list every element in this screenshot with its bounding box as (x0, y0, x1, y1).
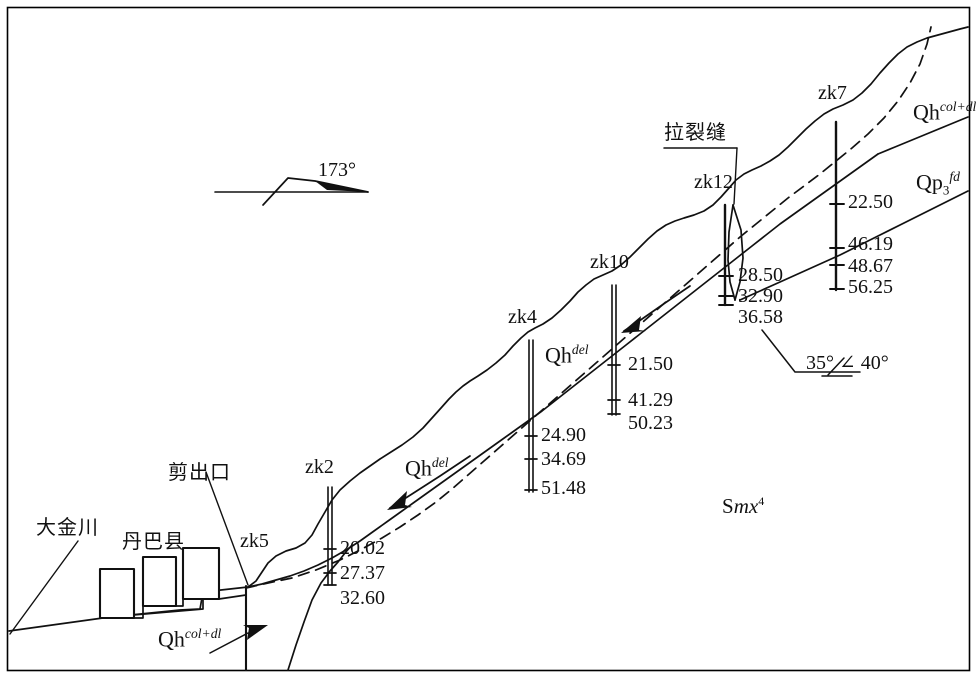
depth-zk10-3: 50.23 (628, 412, 673, 434)
stratum-qh-col-dl-right-main: Qh (913, 99, 940, 125)
gully-line-left (287, 552, 346, 671)
stratum-smx4-italic: mx (733, 494, 759, 518)
gully-line-right (344, 544, 353, 554)
tension-crack-shape-2 (727, 204, 736, 301)
stratum-qp3-fd-sup: fd (949, 169, 960, 184)
stratum-label-qh-col-dl-right: Qhcol+dl (913, 100, 976, 123)
qh-col-dl-left-arrowhead (243, 625, 268, 640)
depth-zk7-2: 46.19 (848, 233, 893, 255)
building-3 (181, 546, 221, 601)
stratum-label-qh-del-lower: Qhdel (405, 456, 449, 479)
depth-zk10-1: 21.50 (628, 353, 673, 375)
depth-zk12-1: 28.50 (738, 264, 783, 286)
depth-zk2-1: 20.02 (340, 537, 385, 559)
stratum-smx4-sup: 4 (758, 494, 765, 508)
strike-symbol-wedge (315, 181, 368, 192)
building-ledge-1 (133, 605, 177, 619)
borehole-label-zk2: zk2 (305, 456, 334, 478)
upper-bedrock-contact-line (877, 116, 969, 155)
dip-angle-label: 35° ∠ 40° (806, 352, 889, 374)
borehole-label-zk4: zk4 (508, 306, 537, 328)
stratum-label-qh-del-upper: Qhdel (545, 343, 589, 366)
stratum-qh-del-upper-main: Qh (545, 342, 572, 368)
borehole-zk12 (718, 203, 734, 307)
tension-crack-leader-line (733, 147, 738, 205)
stratum-smx4-prefix: S (722, 494, 734, 518)
stratum-qh-del-lower-sup: del (431, 455, 449, 470)
depth-zk12-3: 36.58 (738, 306, 783, 328)
stratum-label-qh-col-dl-left: Qhcol+dl (158, 627, 221, 650)
borehole-label-zk10: zk10 (590, 251, 629, 273)
stratum-qp3-fd-main: Qp (916, 169, 943, 195)
borehole-zk7 (829, 120, 845, 292)
stratum-qh-col-dl-left-main: Qh (158, 626, 185, 652)
stratum-label-smx4: Smx4 (722, 495, 764, 517)
figure-border (6, 6, 971, 672)
dip-leader-line (761, 329, 861, 373)
shear-outlet-leader-line (205, 471, 249, 586)
building-1 (98, 567, 136, 620)
tension-crack-shape (732, 204, 744, 301)
depth-zk4-3: 51.48 (541, 477, 586, 499)
depth-zk10-2: 41.29 (628, 389, 673, 411)
borehole-zk10 (607, 284, 621, 416)
borehole-label-zk5: zk5 (240, 530, 269, 552)
borehole-label-zk12: zk12 (694, 171, 733, 193)
river-leader-line (9, 540, 79, 635)
label-dajin-river: 大金川 (36, 515, 99, 539)
depth-zk2-2: 27.37 (340, 562, 385, 584)
dip-angle-glyph (827, 357, 845, 376)
bedrock-contact-line (739, 190, 969, 301)
borehole-zk4 (524, 339, 538, 493)
depth-zk4-1: 24.90 (541, 424, 586, 446)
bedrock-surface-line (247, 153, 879, 588)
slip-surface-dashed (245, 26, 932, 589)
stratum-label-qp3-fd: Qp3fd (916, 170, 960, 197)
label-tension-crack: 拉裂缝 (664, 120, 727, 144)
depth-zk4-2: 34.69 (541, 448, 586, 470)
building-ledge-3 (218, 594, 247, 600)
slide-direction-arrowhead-lower (387, 491, 412, 510)
qh-col-dl-left-arrow (209, 632, 249, 654)
ground-surface-line (8, 26, 969, 632)
depth-zk12-2: 32.90 (738, 285, 783, 307)
stratum-qh-col-dl-right-sup: col+dl (939, 99, 977, 114)
borehole-label-zk7: zk7 (818, 82, 847, 104)
building-2 (141, 555, 178, 608)
borehole-zk2 (323, 486, 337, 586)
depth-zk7-4: 56.25 (848, 276, 893, 298)
depth-zk2-3: 32.60 (340, 587, 385, 609)
depth-zk7-1: 22.50 (848, 191, 893, 213)
stratum-qh-del-lower-main: Qh (405, 455, 432, 481)
slide-direction-arrowhead-upper (621, 316, 646, 333)
building-ledge-2 (175, 598, 220, 607)
stratum-qh-col-dl-left-sup: col+dl (184, 626, 222, 641)
label-danba-county: 丹巴县 (122, 529, 185, 553)
label-shear-outlet: 剪出口 (168, 460, 231, 484)
stratum-qp3-fd-sub: 3 (942, 182, 950, 198)
depth-zk7-3: 48.67 (848, 255, 893, 277)
strike-angle-label: 173° (318, 159, 356, 181)
stratum-qh-del-upper-sup: del (571, 342, 589, 357)
